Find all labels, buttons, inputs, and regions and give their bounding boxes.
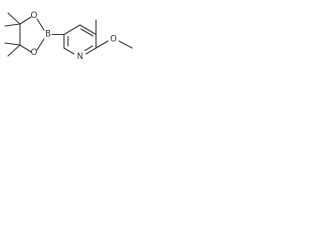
dioxaborolane-ring [4, 12, 45, 57]
atom-oxygen-top: O [31, 11, 38, 21]
atom-nitrogen: N [77, 52, 83, 62]
bond-c1-me-a [7, 12, 21, 25]
atom-oxygen-methoxy: O [110, 35, 117, 45]
bond-c4-c3-double [80, 28, 94, 37]
bond-o1-b [36, 18, 45, 31]
bond-c1-o1 [19, 16, 32, 25]
bond-c2-n [85, 47, 97, 55]
bond-c5-c4 [63, 24, 81, 36]
bond-c1-me-b [4, 23, 21, 27]
bond-c2-n-double [84, 45, 94, 52]
chemical-structure-diagram: O O B N O [4, 11, 133, 62]
bond-c2-o2 [19, 44, 32, 53]
bond-c2-o-methoxy [95, 40, 109, 49]
pyridine-ring [63, 24, 97, 55]
bond-c2-me-b [7, 44, 21, 57]
bond-c2-me-a [4, 42, 21, 46]
bond-c4-c3 [79, 24, 97, 36]
bond-n-c6 [63, 47, 75, 55]
atom-oxygen-bottom: O [31, 48, 38, 58]
bond-o-methyl [118, 40, 133, 49]
bond-o2-b [36, 38, 45, 51]
atom-boron: B [45, 30, 51, 40]
